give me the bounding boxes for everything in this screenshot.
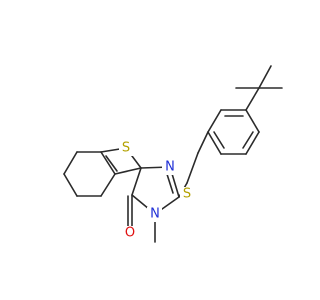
- bond: [207, 131, 222, 155]
- bond: [245, 131, 260, 155]
- bond: [131, 167, 142, 196]
- molecule-structure-diagram: S N N O S: [63, 65, 283, 243]
- bonds: [63, 65, 283, 243]
- bond: [207, 109, 222, 133]
- bond: [63, 173, 78, 197]
- bond: [114, 167, 142, 175]
- bond: [245, 109, 260, 133]
- bond: [213, 131, 225, 149]
- bond: [242, 131, 254, 149]
- bond: [105, 155, 118, 172]
- thiophene-sulfur-label: S: [122, 141, 130, 156]
- thioether-sulfur-label: S: [183, 187, 191, 202]
- carbonyl-oxygen-label: O: [125, 226, 135, 241]
- ring-nitrogen-methyl-label: N: [150, 207, 160, 222]
- bond: [245, 87, 260, 111]
- bond: [258, 65, 272, 89]
- ring-nitrogen-label: N: [165, 160, 175, 175]
- bond: [63, 151, 78, 175]
- bond: [100, 151, 116, 175]
- bond: [186, 152, 199, 184]
- atom-labels: S N N O S: [119, 141, 195, 241]
- bond: [197, 131, 209, 154]
- bond: [100, 173, 116, 197]
